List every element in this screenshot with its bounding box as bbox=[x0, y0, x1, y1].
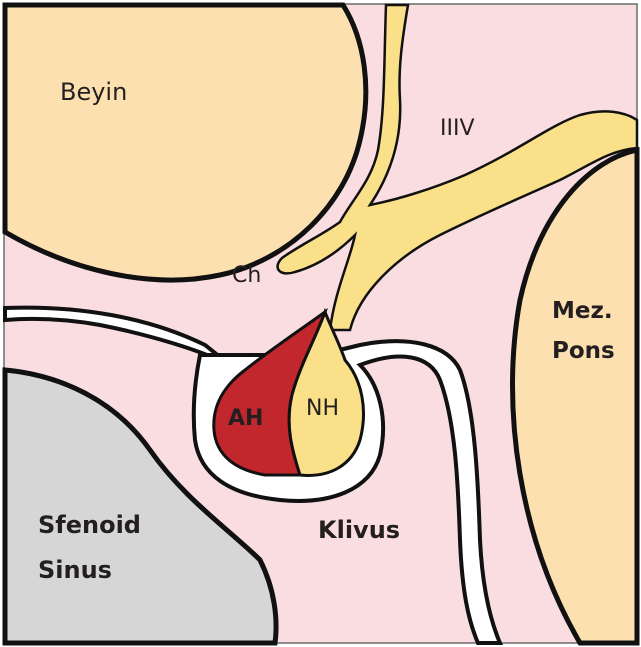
label-beyin: Beyin bbox=[60, 78, 127, 106]
label-mez: Mez. bbox=[552, 298, 613, 324]
label-sfenoid: Sfenoid bbox=[38, 511, 141, 539]
label-sinus: Sinus bbox=[38, 556, 112, 584]
label-ah: AH bbox=[228, 406, 263, 431]
label-klivus: Klivus bbox=[318, 516, 400, 544]
label-pons: Pons bbox=[552, 338, 615, 364]
label-nh: NH bbox=[306, 396, 339, 421]
label-iiiv: IIIV bbox=[440, 116, 475, 141]
label-ch: Ch bbox=[232, 263, 261, 288]
